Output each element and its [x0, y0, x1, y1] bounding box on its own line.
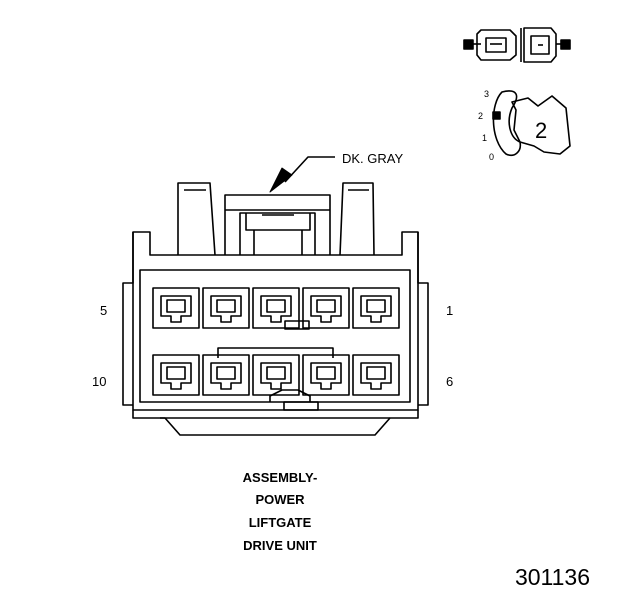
bottom-row-bar [217, 347, 334, 358]
document-number: 301136 [514, 564, 590, 590]
terminal-cavity-3 [252, 287, 300, 329]
caption-line-3: LIFTGATE [248, 515, 312, 530]
wire-color-callout [269, 156, 335, 193]
terminal-cavity-1 [352, 287, 400, 329]
terminal-cavity-7 [302, 354, 350, 396]
caption-line-1: ASSEMBLY- [242, 470, 318, 485]
position-label-2: 2 [478, 111, 483, 121]
terminal-cavity-5 [152, 287, 200, 329]
pin-label-6: 6 [446, 374, 453, 389]
terminal-cavity-2 [302, 287, 350, 329]
terminal-cavity-10 [152, 354, 200, 396]
position-label-1: 1 [482, 133, 487, 143]
terminal-cavity-6 [352, 354, 400, 396]
connector-side-view-icon [463, 27, 571, 63]
pin-label-10: 10 [92, 374, 106, 389]
wire-color-label: DK. GRAY [342, 151, 403, 166]
connector-body [122, 182, 429, 436]
position-indicator-icon [492, 90, 571, 157]
caption-line-4: DRIVE UNIT [243, 538, 317, 553]
caption-line-2: POWER [255, 492, 305, 507]
terminal-cavity-4 [202, 287, 250, 329]
terminal-cavities [152, 287, 400, 396]
position-selected-value: 2 [535, 118, 547, 143]
terminal-cavity-9 [202, 354, 250, 396]
terminal-cavity-8 [252, 354, 300, 396]
position-label-3: 3 [484, 89, 489, 99]
pin-label-5: 5 [100, 303, 107, 318]
position-label-0: 0 [489, 152, 494, 162]
pin-label-1: 1 [446, 303, 453, 318]
